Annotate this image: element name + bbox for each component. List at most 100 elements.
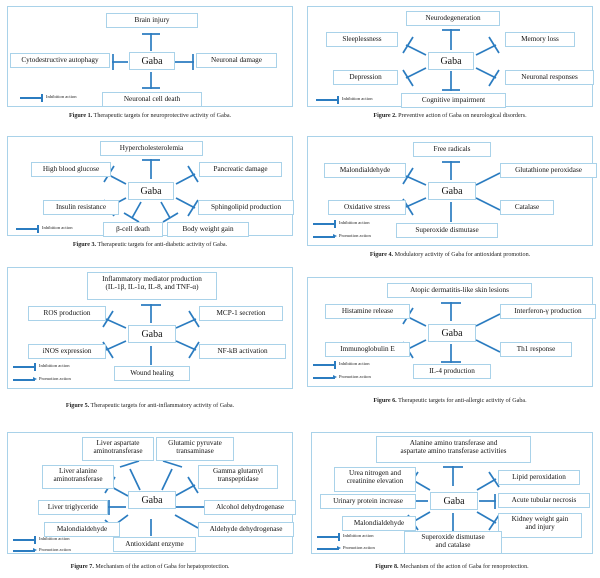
promotion-arrow-icon <box>33 548 37 552</box>
node-atopic-dermatitis-like-skin-lesions[interactable]: Atopic dermatitis-like skin lesions <box>387 283 532 298</box>
promotion-legend-label: Promotion action <box>39 547 71 553</box>
node-superoxide-dismutase[interactable]: Superoxide dismutase <box>396 223 498 238</box>
node-malondialdehyde[interactable]: Malondialdehyde <box>342 516 416 531</box>
figure-7-caption-text: Mechanism of the action of Gaba for hepa… <box>95 564 230 570</box>
node-ros-production[interactable]: ROS production <box>28 306 106 321</box>
node-kidney-weight-gain-and-injury[interactable]: Kidney weight gain and injury <box>498 513 582 538</box>
node-antioxidant-enzyme[interactable]: Antioxidant enzyme <box>113 537 196 552</box>
inhibition-line-icon <box>13 539 35 541</box>
node-line-2: aminotransferase <box>93 447 143 456</box>
promotion-legend-label: Promotion action <box>39 376 71 382</box>
node-oxidative-stress[interactable]: Oxidative stress <box>328 200 406 215</box>
inhibition-line-icon <box>16 228 38 230</box>
inhibition-legend-label: Inhibition action <box>342 96 373 102</box>
figure-6-caption: Figure 6. Therapeutic targets for anti-a… <box>307 398 593 405</box>
node-immunoglobulin-e[interactable]: Immunoglobulin E <box>325 342 410 357</box>
figure-8-caption-number: Figure 8. <box>375 564 399 570</box>
figure-5-caption-number: Figure 5. <box>65 403 90 409</box>
node-urinary-protein-increase[interactable]: Urinary protein increase <box>320 494 416 509</box>
inhibition-legend-label: Inhibition action <box>39 536 70 542</box>
inhibition-line-icon <box>13 366 35 368</box>
figure-5-caption-text: Therapeutic targets for anti-inflammator… <box>90 403 235 409</box>
node-sleeplessness[interactable]: Sleeplessness <box>326 32 398 47</box>
node-memory-loss[interactable]: Memory loss <box>505 32 575 47</box>
figure-2-center-gaba[interactable]: Gaba <box>428 52 474 70</box>
node-aldehyde-dehydrogenase[interactable]: Aldehyde dehydrogenase <box>198 522 294 537</box>
node-glutathione-peroxidase[interactable]: Glutathione peroxidase <box>500 163 597 178</box>
node-line-2: (IL-1β, IL-1α, IL-8, and TNF-α) <box>105 283 199 292</box>
node-neurodegeneration[interactable]: Neurodegeneration <box>406 11 500 26</box>
node-free-radicals[interactable]: Free radicals <box>413 142 491 157</box>
figure-7-center-gaba[interactable]: Gaba <box>128 491 176 509</box>
node-glutamic-pyruvate-transaminase[interactable]: Glutamic pyruvate transaminase <box>156 437 234 461</box>
promotion-legend-label: Promotion action <box>343 545 375 551</box>
node-gamma-glutamyl-transpeptidase[interactable]: Gamma glutamyl transpeptidase <box>198 465 278 489</box>
figure-4-connectors <box>402 161 501 222</box>
figure-4-caption: Figure 4. Modulatory activity of Gaba fo… <box>307 252 593 259</box>
node-il4-production[interactable]: IL-4 production <box>413 364 491 379</box>
figure-5-connectors <box>102 304 200 365</box>
node-hypercholesterolemia[interactable]: Hypercholesterolemia <box>100 141 203 156</box>
figure-4-caption-text: Modulatory activity of Gaba for antioxid… <box>394 252 531 258</box>
node-depression[interactable]: Depression <box>333 70 398 85</box>
node-sphingolipid-production[interactable]: Sphingolipid production <box>198 200 294 215</box>
inhibition-tbar-icon <box>334 219 336 228</box>
node-liver-aspartate-aminotransferase[interactable]: Liver aspartate aminotransferase <box>82 437 154 461</box>
node-line-2: aspartate amino transferase activities <box>400 447 507 456</box>
figure-1-caption: Figure 1. Therapeutic targets for neurop… <box>7 113 293 120</box>
node-lipid-peroxidation[interactable]: Lipid peroxidation <box>498 470 580 485</box>
node-catalase[interactable]: Catalase <box>500 200 554 215</box>
node-brain-injury[interactable]: Brain injury <box>106 13 198 28</box>
node-alanine-aspartate-transferase-activities[interactable]: Alanine amino transferase and aspartate … <box>376 436 531 463</box>
figure-1-center-gaba[interactable]: Gaba <box>129 52 175 70</box>
node-cytodestructive-autophagy[interactable]: Cytodestructive autophagy <box>10 53 110 68</box>
node-th1-response[interactable]: Th1 response <box>500 342 572 357</box>
figure-3-panel: Hypercholesterolemia High blood glucose … <box>7 136 294 237</box>
node-nfkb-activation[interactable]: NF-kB activation <box>199 344 286 359</box>
node-superoxide-dismutase-and-catalase[interactable]: Superoxide dismutase and catalase <box>404 531 502 554</box>
node-neuronal-responses[interactable]: Neuronal responses <box>505 70 594 85</box>
node-inflammatory-mediator-production[interactable]: Inflammatory mediator production (IL-1β,… <box>87 272 217 300</box>
node-line-1: Liver alanine <box>58 467 98 475</box>
node-line-1: Inflammatory mediator production <box>102 275 202 283</box>
node-line-2: and injury <box>525 523 555 532</box>
node-neuronal-cell-death[interactable]: Neuronal cell death <box>102 92 202 107</box>
node-liver-alanine-aminotransferase[interactable]: Liver alanine aminotransferase <box>42 465 114 489</box>
promotion-arrow-icon <box>337 546 341 550</box>
inhibition-tbar-icon <box>338 532 340 541</box>
node-mcp1-secretion[interactable]: MCP-1 secretion <box>199 306 283 321</box>
node-acute-tubular-necrosis[interactable]: Acute tubular necrosis <box>498 493 590 508</box>
node-alcohol-dehydrogenase[interactable]: Alcohol dehydrogenase <box>204 500 296 515</box>
node-line-1: Superoxide dismutase <box>421 533 485 541</box>
node-liver-triglyceride[interactable]: Liver triglyceride <box>38 500 108 515</box>
figure-5-center-gaba[interactable]: Gaba <box>128 325 176 343</box>
figure-4-caption-number: Figure 4. <box>369 252 394 258</box>
promotion-arrow-icon <box>33 377 37 381</box>
figure-8-center-gaba[interactable]: Gaba <box>430 492 478 510</box>
figure-4-center-gaba[interactable]: Gaba <box>428 182 476 200</box>
inhibition-legend-label: Inhibition action <box>339 361 370 367</box>
node-inos-expression[interactable]: iNOS expression <box>28 344 106 359</box>
figure-6-center-gaba[interactable]: Gaba <box>428 324 476 342</box>
node-insulin-resistance[interactable]: Insulin resistance <box>43 200 119 215</box>
node-interferon-gamma-production[interactable]: Interferon-γ production <box>500 304 596 319</box>
node-malondialdehyde[interactable]: Malondialdehyde <box>324 163 406 178</box>
figure-2-caption: Figure 2. Preventive action of Gaba on n… <box>307 113 593 120</box>
node-beta-cell-death[interactable]: β-cell death <box>103 222 163 237</box>
node-line-2: transaminase <box>176 447 214 456</box>
node-urea-nitrogen-creatinine-elevation[interactable]: Urea nitrogen and creatinine elevation <box>334 467 416 492</box>
node-pancreatic-damage[interactable]: Pancreatic damage <box>199 162 282 177</box>
figure-2-caption-number: Figure 2. <box>373 113 397 119</box>
node-cognitive-impairment[interactable]: Cognitive impairment <box>401 93 506 108</box>
figure-5-panel: Inflammatory mediator production (IL-1β,… <box>7 267 293 389</box>
node-body-weight-gain[interactable]: Body weight gain <box>167 222 249 237</box>
figure-6-panel: Atopic dermatitis-like skin lesions Hist… <box>307 277 596 387</box>
node-malondialdehyde[interactable]: Malondialdehyde <box>44 522 120 537</box>
node-wound-healing[interactable]: Wound healing <box>114 366 190 381</box>
inhibition-legend-label: Inhibition action <box>339 220 370 226</box>
node-high-blood-glucose[interactable]: High blood glucose <box>31 162 111 177</box>
node-neuronal-damage[interactable]: Neuronal damage <box>196 53 277 68</box>
node-histamine-release[interactable]: Histamine release <box>325 304 410 319</box>
figure-3-center-gaba[interactable]: Gaba <box>128 182 174 200</box>
